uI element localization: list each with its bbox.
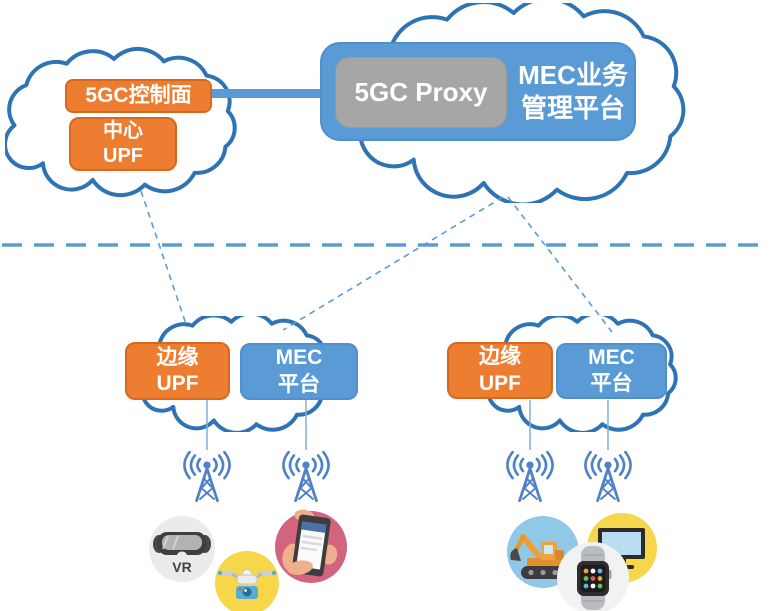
edge-upf-box-site1: 边缘 UPF — [125, 342, 230, 400]
mec-management-platform-label: MEC业务 管理平台 — [518, 60, 628, 123]
base-station-icon — [506, 451, 554, 503]
mec-to-edge2-link — [507, 196, 613, 333]
edge-upf-box-site2: 边缘 UPF — [447, 342, 553, 399]
vr-headset-icon: VR — [149, 516, 215, 582]
5gc-proxy-box: 5GC Proxy — [335, 57, 507, 128]
mec-platform-box-site2: MEC 平台 — [556, 343, 667, 399]
mec-to-edge1-link — [282, 196, 504, 331]
smartwatch-icon — [557, 542, 629, 611]
base-station-icon — [282, 451, 330, 503]
control-plane-to-mec-link — [210, 89, 324, 98]
base-station-icon — [183, 451, 231, 503]
mec-platform-box-site1: MEC 平台 — [240, 343, 358, 400]
base-station-icon — [584, 451, 632, 503]
phone-in-hand-icon — [275, 509, 347, 583]
mec-management-platform-box: 5GC Proxy MEC业务 管理平台 — [320, 42, 636, 141]
5gc-control-plane-box: 5GC控制面 — [65, 79, 212, 113]
core-to-edge1-link — [140, 190, 188, 328]
drone-icon — [215, 551, 279, 611]
central-upf-box: 中心 UPF — [69, 117, 177, 171]
vr-label: VR — [172, 559, 191, 575]
